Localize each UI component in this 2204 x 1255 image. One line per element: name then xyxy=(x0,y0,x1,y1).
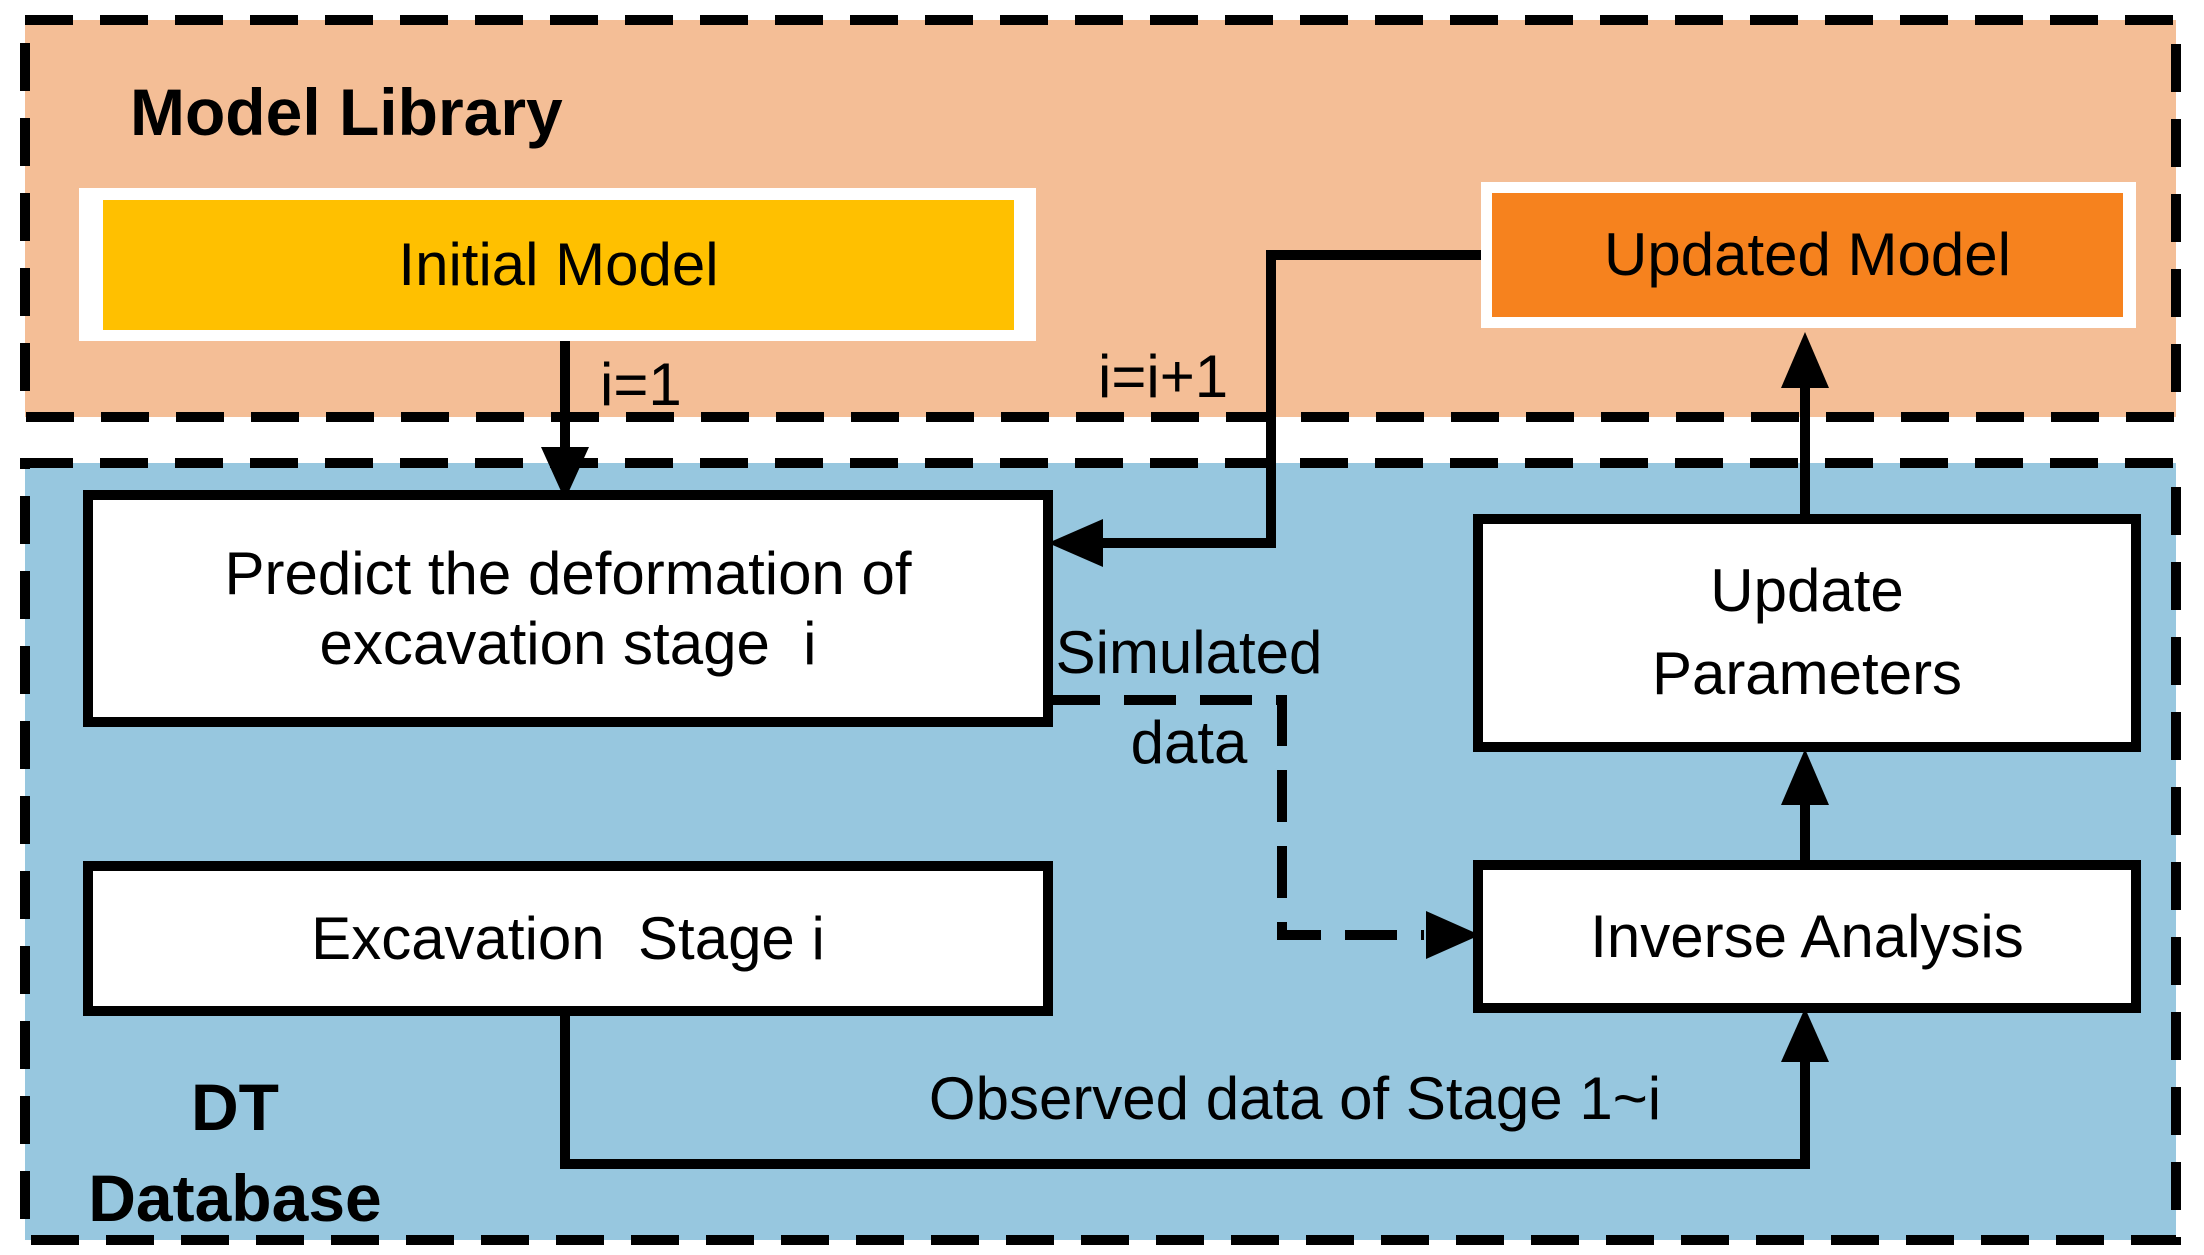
predict-label-line1: Predict the deformation of xyxy=(224,539,912,607)
update-parameters-node xyxy=(1473,514,2141,752)
dashed-arrow-predict-to-inverse xyxy=(1048,695,1424,940)
model-library-title: Model Library xyxy=(130,75,563,149)
arrowhead-excavation-to-inverse xyxy=(1781,1008,1829,1062)
i-equals-i-plus-1-label: i=i+1 xyxy=(1098,343,1229,410)
simulated-data-label-line1: Simulated xyxy=(1055,619,1323,686)
arrowhead-inverse-to-updateparams xyxy=(1781,749,1829,805)
update-parameters-label: Update Parameters xyxy=(1478,519,2136,747)
observed-data-label: Observed data of Stage 1~i xyxy=(928,1065,1662,1132)
predict-label-line2: excavation stage i xyxy=(319,609,817,677)
predict-label: Predict the deformation of excavation st… xyxy=(88,495,1048,722)
simulated-data-label-line2: data xyxy=(1130,709,1248,776)
arrowhead-updateparams-to-updatedmodel xyxy=(1781,332,1829,388)
arrow-excavation-to-inverse xyxy=(560,1011,1810,1169)
excavation-stage-label: Excavation Stage i xyxy=(311,904,825,972)
i-equals-1-label: i=1 xyxy=(600,351,682,418)
inverse-analysis-node xyxy=(1473,860,2141,1013)
updated-model-label: Updated Model xyxy=(1604,221,2011,289)
arrow-updated-to-predict xyxy=(1102,250,1481,548)
predict-node xyxy=(83,490,1053,727)
initial-model-node xyxy=(103,200,1014,330)
excavation-stage-node xyxy=(83,861,1053,1016)
dt-database-title: DT Database xyxy=(40,1062,430,1244)
arrowhead-initial-to-predict xyxy=(541,447,589,500)
inverse-analysis-label: Inverse Analysis xyxy=(1590,902,2024,970)
updated-model-node xyxy=(1492,193,2123,317)
initial-model-label: Initial Model xyxy=(398,231,719,299)
arrowhead-predict-to-inverse xyxy=(1426,911,1480,959)
update-parameters-label-line1: Update xyxy=(1710,557,1904,625)
dt-database-title-line1: DT xyxy=(191,1070,279,1144)
dt-database-title-line2: Database xyxy=(88,1161,382,1236)
update-parameters-label-line2: Parameters xyxy=(1651,640,1963,707)
arrowhead-updated-to-predict xyxy=(1048,519,1103,567)
